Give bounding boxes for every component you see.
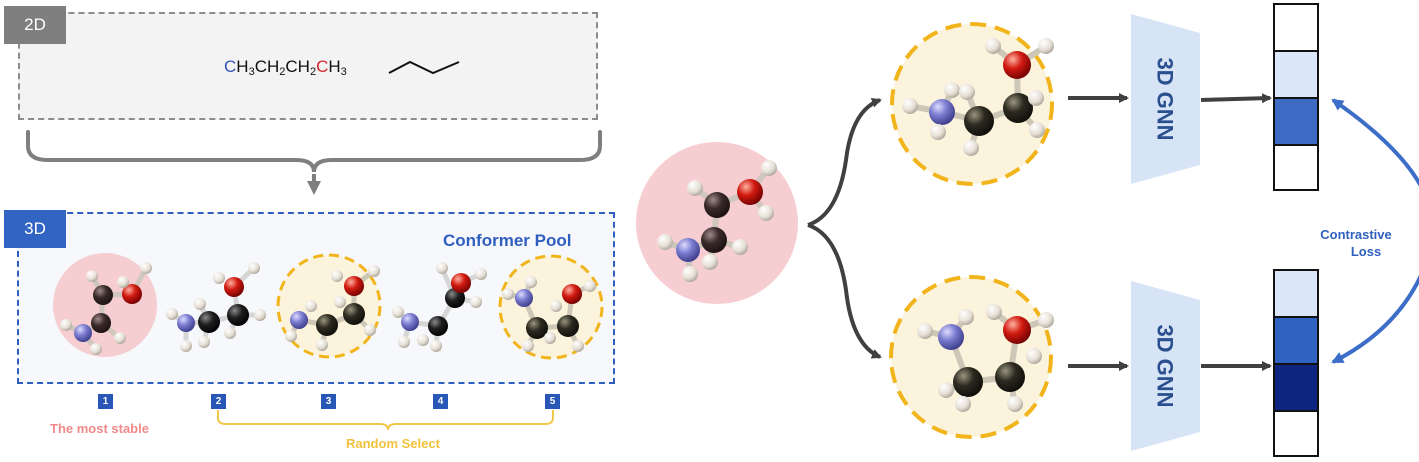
embedding-cell bbox=[1273, 50, 1319, 99]
conformer-pool-title: Conformer Pool bbox=[443, 231, 572, 250]
formula-sub: 2 bbox=[279, 66, 286, 78]
tag-3d: 3D bbox=[4, 210, 66, 248]
conformer-number-badge: 2 bbox=[211, 394, 226, 409]
badge-label: 5 bbox=[549, 396, 556, 407]
embedding-cell bbox=[1273, 269, 1319, 318]
gnn-label-top-wrap: 3D GNN bbox=[1115, 57, 1215, 140]
contrastive-loss-line-2: Loss bbox=[1350, 244, 1382, 259]
badge-label: 3 bbox=[325, 396, 332, 407]
gnn-label-bottom: 3D GNN bbox=[1153, 324, 1178, 408]
gnn-encoder-top bbox=[1131, 14, 1200, 184]
branch-arrow-bottom bbox=[807, 223, 882, 359]
conformer-number-badge: 5 bbox=[545, 394, 560, 409]
brace-connector bbox=[26, 130, 602, 173]
badge-label: 2 bbox=[215, 396, 222, 407]
embedding-cell bbox=[1273, 97, 1319, 146]
badge-label: 1 bbox=[102, 396, 109, 407]
badge-label: 4 bbox=[437, 396, 444, 407]
molecular-formula: CH3CH2CH2CH3 bbox=[224, 57, 347, 78]
random-select-bracket bbox=[217, 410, 554, 431]
most-stable-label: The most stable bbox=[50, 421, 149, 436]
contrastive-loss-line-1: Contrastive bbox=[1320, 227, 1392, 242]
top-view-molecule bbox=[890, 22, 1054, 186]
gnn-label-top: 3D GNN bbox=[1153, 57, 1178, 141]
embedding-cell bbox=[1273, 3, 1319, 52]
branch-arrow-top bbox=[807, 97, 882, 227]
tag-3d-label: 3D bbox=[24, 219, 46, 238]
formula-sub: 3 bbox=[340, 66, 347, 78]
contrastive-loss-label: Contrastive Loss bbox=[1306, 226, 1406, 260]
conformer-number-badge: 3 bbox=[321, 394, 336, 409]
embedding-cell bbox=[1273, 410, 1319, 457]
embedding-cell bbox=[1273, 363, 1319, 412]
conformer-number-badge: 1 bbox=[98, 394, 113, 409]
formula-h: H bbox=[236, 57, 249, 76]
formula-sub: 3 bbox=[248, 66, 255, 78]
embedding-cell bbox=[1273, 144, 1319, 191]
tag-2d-label: 2D bbox=[24, 15, 46, 34]
gnn-label-bottom-wrap: 3D GNN bbox=[1115, 324, 1215, 407]
formula-h: H bbox=[328, 57, 341, 76]
formula-atom-c-first: C bbox=[224, 57, 237, 76]
formula-atom-c-last: C bbox=[316, 57, 329, 76]
formula-ch: CH bbox=[254, 57, 280, 76]
formula-ch: CH bbox=[285, 57, 310, 76]
formula-sub: 2 bbox=[309, 66, 317, 78]
bottom-view-molecule bbox=[889, 275, 1054, 439]
skeletal-structure-icon bbox=[388, 60, 460, 75]
tag-2d: 2D bbox=[4, 6, 66, 44]
embedding-vector-top bbox=[1273, 3, 1319, 191]
central-stable-molecule bbox=[636, 142, 798, 304]
arrow-to-embedding-top bbox=[1200, 93, 1272, 104]
smiles-2d-panel bbox=[18, 12, 598, 120]
embedding-vector-bottom bbox=[1273, 269, 1319, 457]
contrastive-loss-arrow bbox=[1331, 98, 1419, 364]
embedding-cell bbox=[1273, 316, 1319, 365]
random-select-label: Random Select bbox=[346, 436, 440, 451]
conformer-number-badge: 4 bbox=[433, 394, 448, 409]
gnn-encoder-bottom bbox=[1131, 281, 1200, 451]
